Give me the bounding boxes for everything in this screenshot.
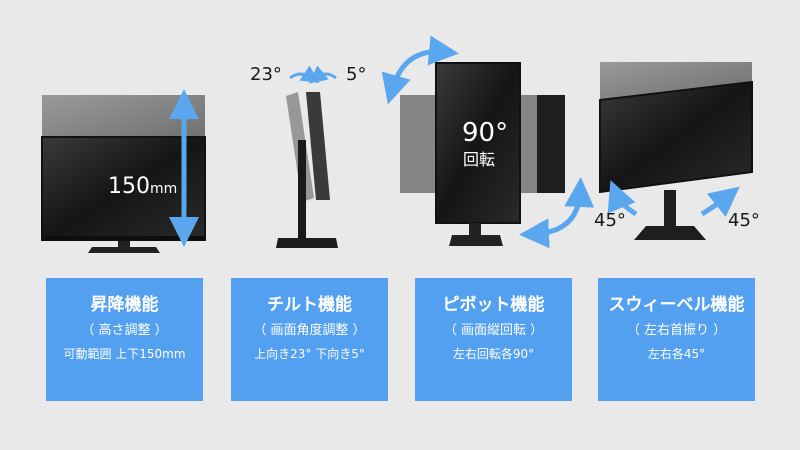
swivel-screen — [599, 80, 753, 194]
card-detail: 可動範囲 上下150mm — [63, 347, 186, 361]
tilt-card: チルト機能 （ 画面角度調整 ） 上向き23° 下向き5° — [231, 278, 388, 401]
card-title: スウィーベル機能 — [608, 295, 745, 315]
card-detail: 左右回転各90° — [452, 347, 535, 361]
feature-illustrations: 150mm 23° 5° 90° 回転 45° 45° — [41, 35, 760, 253]
pivot-arrow-top — [381, 35, 459, 105]
card-subtitle: （ 画面縦回転 ） — [443, 323, 544, 338]
tilt-back-arrow — [289, 65, 320, 83]
swivel-ghost — [600, 62, 752, 100]
pivot-rotation-label: 回転 — [463, 150, 496, 169]
card-detail: 左右各45° — [647, 347, 706, 361]
card-subtitle: （ 左右首振り ） — [626, 323, 727, 338]
pivot-stand-base — [449, 235, 503, 246]
swivel-card: スウィーベル機能 （ 左右首振り ） 左右各45° — [598, 278, 755, 401]
tilt-stand-base — [276, 238, 338, 248]
card-subtitle: （ 高さ調整 ） — [81, 323, 168, 338]
tilt-screen-side — [306, 92, 330, 200]
height-unit: mm — [150, 181, 178, 197]
pivot-card: ピボット機能 （ 画面縦回転 ） 左右回転各90° — [415, 278, 572, 401]
tilt-back-label: 23° — [250, 64, 282, 85]
monitor-stand-base — [88, 247, 160, 253]
swivel-arrow-left — [607, 180, 638, 217]
pivot-arrow-bottom — [519, 177, 595, 249]
raised-screen-ghost — [42, 95, 205, 143]
tilt-stand-pole — [298, 140, 306, 240]
height-value: 150 — [108, 174, 150, 199]
height-adjust-card: 昇降機能 （ 高さ調整 ） 可動範囲 上下150mm — [46, 278, 203, 401]
tilt-forward-arrow — [308, 65, 337, 84]
swivel-arrow-right — [700, 186, 740, 218]
swivel-left-label: 45° — [594, 210, 626, 231]
pivot-angle-label: 90° — [462, 118, 509, 148]
tilt-forward-label: 5° — [346, 64, 367, 85]
card-title: 昇降機能 — [90, 295, 159, 315]
tilt-monitor — [276, 92, 338, 248]
card-subtitle: （ 画面角度調整 ） — [253, 323, 366, 338]
card-title: ピボット機能 — [442, 295, 545, 315]
card-title: チルト機能 — [267, 295, 352, 315]
illustration-canvas — [41, 35, 753, 253]
swivel-right-label: 45° — [728, 210, 760, 231]
swivel-stand-base — [634, 226, 706, 240]
pivot-monitor — [400, 62, 565, 246]
swivel-monitor — [599, 62, 753, 240]
card-detail: 上向き23° 下向き5° — [254, 347, 365, 361]
height-value-label: 150mm — [108, 176, 177, 198]
